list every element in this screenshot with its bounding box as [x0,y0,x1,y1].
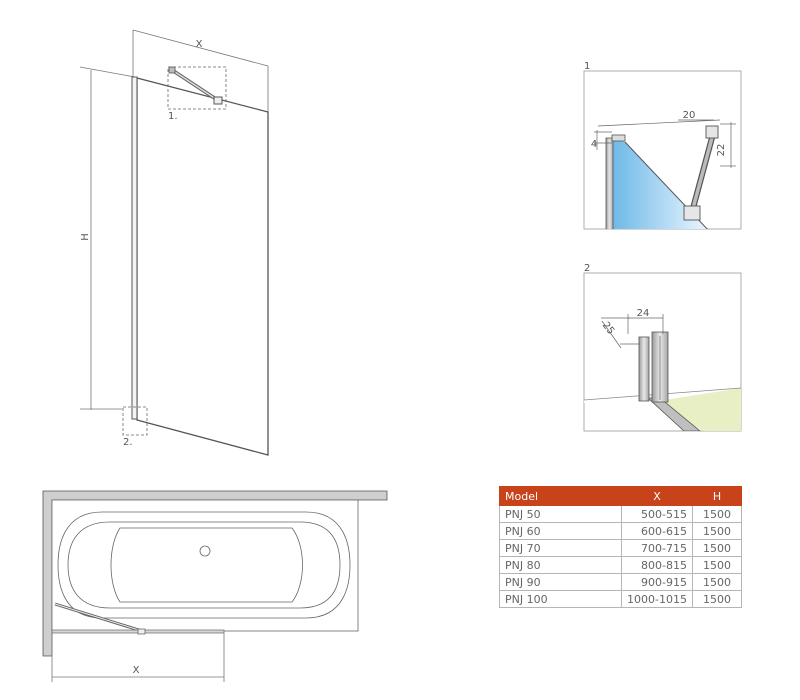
cell-h: 1500 [692,556,742,574]
cell-model: PNJ 100 [499,590,622,608]
table-row: PNJ 60 600-615 1500 [499,522,742,540]
bathtub-basin [110,527,303,603]
glass-panel [136,77,269,456]
table-row: PNJ 50 500-515 1500 [499,505,742,523]
cell-model: PNJ 90 [499,573,622,591]
cell-h: 1500 [692,505,742,523]
spec-table: Model X H PNJ 50 500-515 1500 PNJ 60 600… [499,486,742,608]
cell-x: 900-915 [621,573,693,591]
detail1-offset: 22 [716,144,727,157]
detail1-profile [605,137,614,229]
spec-table-header: Model X H [499,486,742,506]
cell-model: PNJ 50 [499,505,622,523]
bathtub-outer [57,511,351,619]
detail1-glass-clamp [683,205,701,221]
cell-x: 800-815 [621,556,693,574]
cell-x: 700-715 [621,539,693,557]
cell-h: 1500 [692,573,742,591]
detail1: 1 20 22 4 [583,61,742,230]
stabilizer-bar [168,66,223,105]
detail1-dimensions [594,119,736,168]
table-row: PNJ 100 1000-1015 1500 [499,590,742,608]
drain [199,545,211,557]
cell-x: 500-515 [621,505,693,523]
cell-h: 1500 [692,539,742,557]
cell-h: 1500 [692,522,742,540]
height-dimension [79,66,136,410]
header-model: Model [499,486,622,506]
cell-model: PNJ 60 [499,522,622,540]
bathtub-inner [67,521,341,609]
detail1-title: 1 [584,61,590,72]
detail1-marker-label: 1. [168,111,178,122]
top-view: X [42,490,388,682]
detail2-profile-left [638,336,650,402]
top-width-dimension [51,633,225,682]
wall-profile [131,76,138,420]
detail2-marker [122,406,148,436]
top-width-label: X [133,665,140,676]
width-dimension [132,29,269,112]
bathtub-rim [51,499,359,632]
detail2-title: 2 [584,263,590,274]
cell-model: PNJ 70 [499,539,622,557]
detail2: 2 24 25 [583,263,742,432]
table-row: PNJ 70 700-715 1500 [499,539,742,557]
detail2-marker-label: 2. [123,437,133,448]
table-row: PNJ 90 900-915 1500 [499,573,742,591]
cell-x: 600-615 [621,522,693,540]
header-h: H [692,486,742,506]
detail1-wall-bracket [705,125,719,139]
detail1-small: 4 [591,139,597,150]
detail1-glass [612,138,708,229]
cell-h: 1500 [692,590,742,608]
cell-model: PNJ 80 [499,556,622,574]
header-x: X [621,486,693,506]
front-view: X H 1. 2. [79,29,269,456]
height-label: H [80,233,91,241]
detail2-dimensions [601,314,664,349]
detail1-width: 20 [683,110,696,121]
detail2-width: 24 [637,308,650,319]
width-label: X [196,39,203,50]
detail2-tray [652,388,741,431]
cell-x: 1000-1015 [621,590,693,608]
table-row: PNJ 80 800-815 1500 [499,556,742,574]
